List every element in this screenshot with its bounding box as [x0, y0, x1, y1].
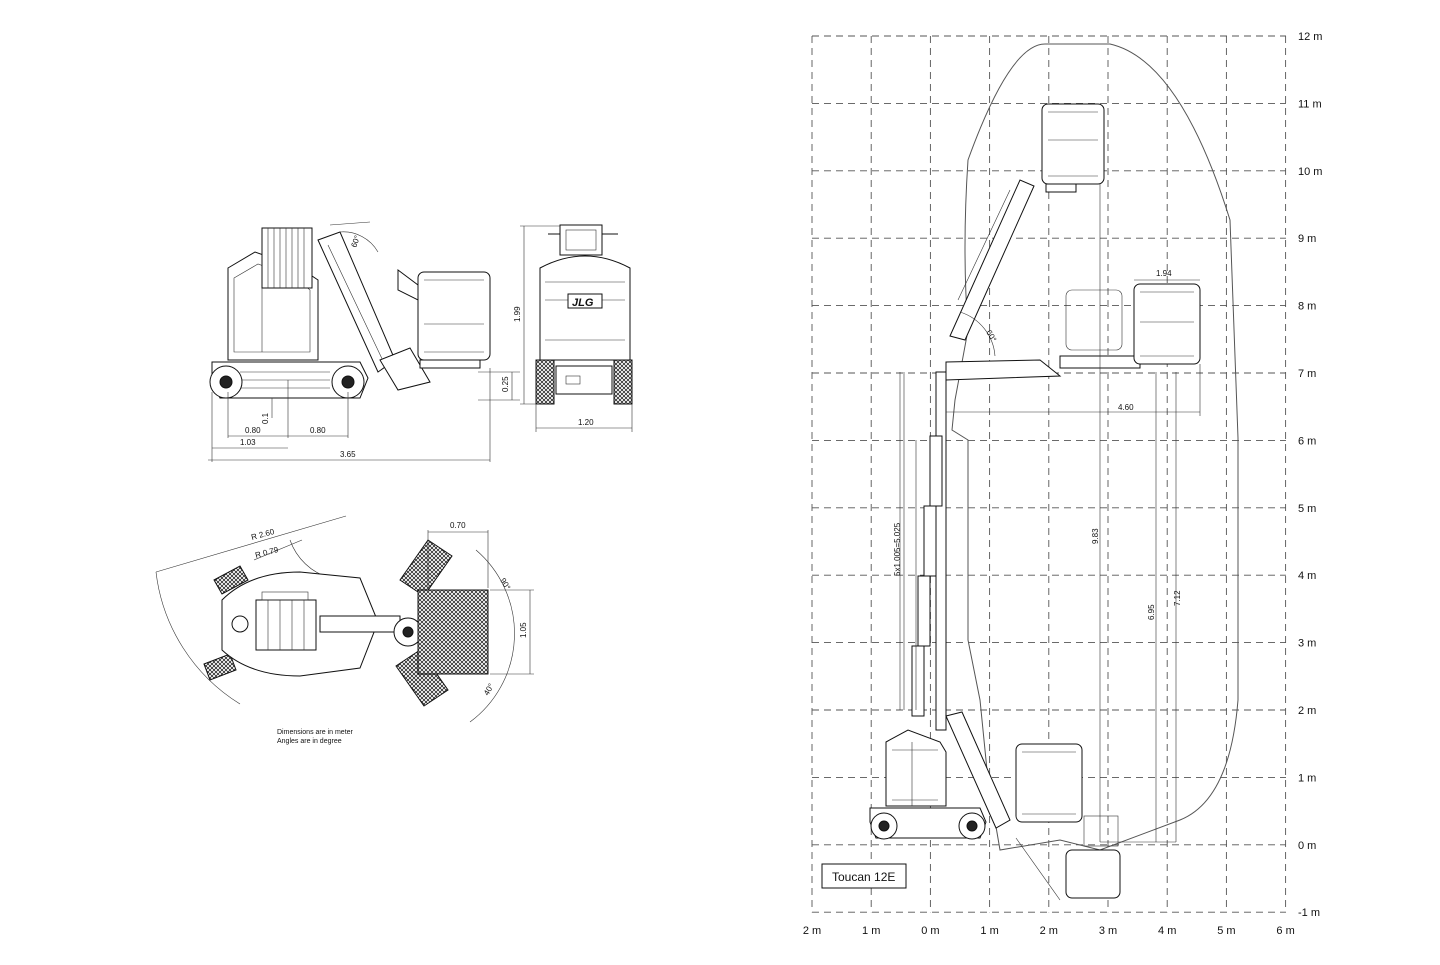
side-dim-ground: 0.25 [501, 376, 510, 392]
y-axis-label: 12 m [1298, 31, 1322, 43]
x-axis-label: 2 m [803, 925, 821, 937]
y-axis-label: 2 m [1298, 705, 1316, 717]
envelope-y-labels: 12 m 11 m 10 m 9 m 8 m 7 m 6 m 5 m 4 m 3 m 2 m 1 m 0… [1298, 31, 1322, 919]
side-dim-rear: 1.03 [240, 438, 256, 447]
note-line-1: Dimensions are in meter [277, 729, 354, 736]
x-axis-label: 1 m [980, 925, 998, 937]
env-dim-mast: 5x1.005=5.025 [893, 522, 902, 576]
y-axis-label: 5 m [1298, 503, 1316, 515]
front-logo: JLG [572, 297, 594, 309]
env-dim-h1: 6.95 [1147, 604, 1156, 620]
front-dim-height: 1.99 [513, 306, 522, 322]
y-axis-label: 11 m [1298, 98, 1322, 110]
y-axis-label: 0 m [1298, 840, 1316, 852]
top-radius-outer: R 2.60 [250, 527, 276, 542]
x-axis-label: 3 m [1099, 925, 1117, 937]
side-dim-wheel-left: 0.80 [245, 426, 261, 435]
y-axis-label: 9 m [1298, 233, 1316, 245]
y-axis-label: 1 m [1298, 772, 1316, 784]
top-angle-top: 90° [498, 577, 512, 592]
y-axis-label: -1 m [1298, 907, 1320, 919]
x-axis-label: 2 m [1040, 925, 1058, 937]
x-axis-label: 5 m [1217, 925, 1235, 937]
x-axis-label: 6 m [1276, 925, 1294, 937]
y-axis-label: 6 m [1298, 435, 1316, 447]
envelope-grid [811, 35, 1287, 913]
note-line-2: Angles are in degree [277, 738, 342, 745]
top-dim-depth: 0.70 [450, 521, 466, 530]
x-axis-label: 1 m [862, 925, 880, 937]
front-view: JLG 1.99 1.20 [513, 224, 633, 432]
top-view: R 2.60 R 0.79 0.70 1.05 90° 40° Dimensio… [155, 515, 534, 745]
side-dim-wheel-right: 0.80 [310, 426, 326, 435]
model-label: Toucan 12E [832, 870, 895, 884]
envelope-x-labels: 2 m 1 m 0 m 1 m 2 m 3 m 4 m 5 m 6 m [803, 925, 1295, 937]
side-view: 60° 0.80 0.80 1.03 3.65 0.25 0.1 [208, 221, 520, 462]
top-dim-width: 1.05 [519, 622, 528, 638]
side-dim-clear: 0.1 [261, 412, 270, 424]
side-dim-length: 3.65 [340, 450, 356, 459]
env-dim-max-height: 9.83 [1091, 528, 1100, 544]
env-dim-platform: 1.94 [1156, 269, 1172, 278]
x-axis-label: 4 m [1158, 925, 1176, 937]
y-axis-label: 8 m [1298, 301, 1316, 313]
env-dim-h2: 7.12 [1173, 590, 1182, 606]
y-axis-label: 3 m [1298, 638, 1316, 650]
front-dim-width: 1.20 [578, 418, 594, 427]
y-axis-label: 4 m [1298, 570, 1316, 582]
top-angle-bottom: 40° [482, 682, 496, 697]
side-angle-label: 60° [349, 234, 362, 248]
working-envelope: 12 m 11 m 10 m 9 m 8 m 7 m 6 m 5 m 4 m 3 m 2 m 1 m 0… [803, 31, 1323, 937]
x-axis-label: 0 m [921, 925, 939, 937]
top-radius-inner: R 0.79 [254, 545, 280, 560]
y-axis-label: 7 m [1298, 368, 1316, 380]
model-label-box [821, 863, 907, 889]
env-angle-label: 60° [984, 329, 998, 344]
y-axis-label: 10 m [1298, 166, 1322, 178]
env-dim-outreach: 4.60 [1118, 403, 1134, 412]
